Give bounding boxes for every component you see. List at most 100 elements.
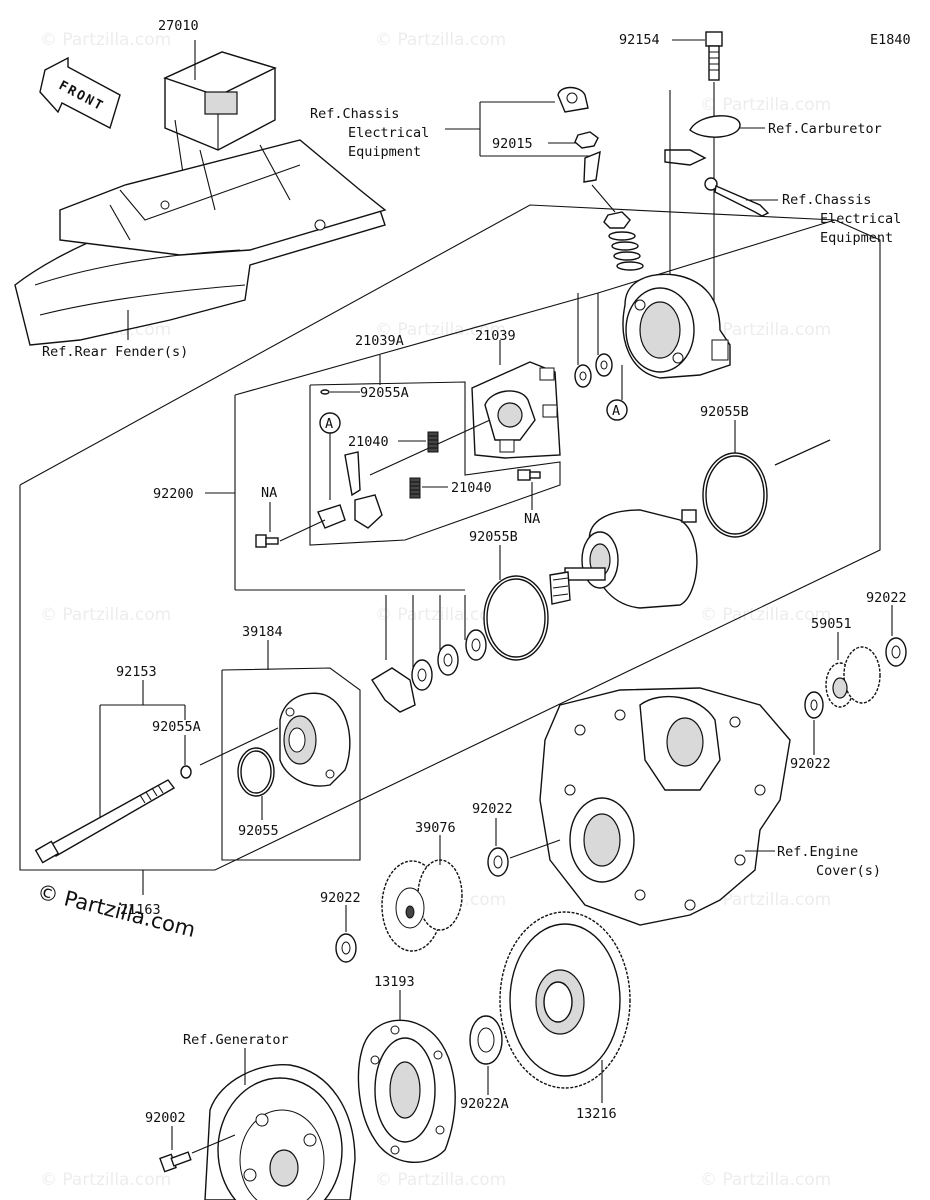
copyright-text: © Partzilla.com — [35, 880, 198, 942]
part-number-label: NA — [524, 511, 540, 527]
reference-label: Ref.Generator — [183, 1032, 289, 1048]
washer-92022A — [469, 1015, 503, 1065]
part-number-label: 21039 — [475, 328, 516, 344]
oring-92055A-top — [320, 389, 330, 395]
part-number-label: 92055B — [469, 529, 518, 545]
front-cover-group-outline — [221, 667, 361, 861]
watermark: © Partzilla.com — [40, 1170, 171, 1190]
part-number-label: NA — [261, 485, 277, 501]
rear-fender-part — [14, 139, 387, 346]
reference-a-label: A — [612, 403, 620, 419]
leader-line — [199, 727, 279, 766]
screw-na-left — [255, 534, 279, 548]
washer-92022-right — [804, 691, 824, 719]
brush-lead-part — [317, 451, 383, 529]
assembly-outline — [19, 204, 881, 871]
reference-label: Ref.Chassis — [310, 106, 399, 122]
part-number-label: 27010 — [158, 18, 199, 34]
part-number-label: 92015 — [492, 136, 533, 152]
diagram-code: E1840 — [870, 32, 911, 48]
through-bolt-92153 — [34, 779, 176, 864]
terminal-cap-part — [557, 86, 589, 113]
reference-label: Electrical — [820, 211, 901, 227]
watermark: © Partzilla.com — [700, 605, 831, 625]
part-number-label: 92154 — [619, 32, 660, 48]
starter-gear-13216 — [499, 911, 631, 1089]
leader-line — [509, 839, 561, 859]
part-number-label: 92022 — [320, 890, 361, 906]
starter-rear-cover-part — [622, 273, 731, 379]
watermark: © Partzilla.com — [700, 890, 831, 910]
front-cover-39184 — [279, 692, 351, 787]
watermark: © Partzilla.com — [375, 30, 506, 50]
front-arrow: FRONT — [39, 56, 121, 130]
brush-plate-21039 — [471, 361, 561, 459]
part-number-label: 13216 — [576, 1106, 617, 1122]
terminal-hardware-stack — [603, 211, 644, 271]
reference-label: Equipment — [820, 230, 893, 246]
reduction-gear-39076 — [381, 859, 463, 952]
watermark: © Partzilla.com — [375, 605, 506, 625]
part-number-label: 92022 — [472, 801, 513, 817]
washer-92022-left — [335, 933, 357, 963]
callout-labels: E1840 27010 92154 Ref.Chassis Electrical… — [42, 18, 911, 1126]
outline-line — [774, 439, 831, 466]
part-number-label: 92002 — [145, 1110, 186, 1126]
leader-line — [591, 184, 616, 213]
screw-na-right — [517, 469, 541, 481]
reference-a-label: A — [325, 416, 333, 432]
leader-line — [279, 519, 326, 542]
part-number-label: 92022A — [460, 1096, 509, 1112]
starter-relay-part — [163, 51, 277, 151]
bolt-92154 — [705, 31, 723, 81]
starter-motor-body — [549, 509, 698, 609]
part-number-label: 92055A — [152, 719, 201, 735]
part-number-label: 92055 — [238, 823, 279, 839]
generator-rotor-part — [204, 1063, 356, 1200]
part-number-label: 92153 — [116, 664, 157, 680]
oring-92055B-right — [702, 452, 768, 538]
brush-group-outline — [309, 381, 561, 546]
watermark: © Partzilla.com — [375, 320, 506, 340]
part-number-label: 21039A — [355, 333, 404, 349]
part-number-label: 92055A — [360, 385, 409, 401]
part-number-label: 21163 — [120, 902, 161, 918]
watermark: © Partzilla.com — [700, 95, 831, 115]
reference-label: Ref.Rear Fender(s) — [42, 344, 188, 360]
part-number-label: 92022 — [790, 756, 831, 772]
reference-label: Cover(s) — [816, 863, 881, 879]
spring-21040-bottom — [409, 477, 421, 499]
washer-92022-mid — [487, 847, 509, 877]
part-number-label: 21040 — [348, 434, 389, 450]
nut-92015 — [574, 131, 599, 149]
part-number-label: 39184 — [242, 624, 283, 640]
bolt-92002 — [159, 1151, 192, 1173]
watermark: © Partzilla.com — [375, 1170, 506, 1190]
part-number-label: 39076 — [415, 820, 456, 836]
reference-label: Equipment — [348, 144, 421, 160]
reference-label: Ref.Chassis — [782, 192, 871, 208]
engine-cover-part — [539, 687, 791, 926]
reference-label: Electrical — [348, 125, 429, 141]
watermark: © Partzilla.com — [40, 30, 171, 50]
part-number-label: 92055B — [700, 404, 749, 420]
watermark: © Partzilla.com — [700, 1170, 831, 1190]
part-number-label: 92200 — [153, 486, 194, 502]
part-number-label: 92022 — [866, 590, 907, 606]
leader-line — [191, 1134, 236, 1154]
washers-pair — [574, 353, 613, 388]
watermark: © Partzilla.com — [40, 605, 171, 625]
reference-label: Ref.Carburetor — [768, 121, 882, 137]
part-number-label: 13193 — [374, 974, 415, 990]
part-number-label: 21040 — [451, 480, 492, 496]
spring-21040-top — [427, 431, 439, 453]
starter-clutch-13193 — [357, 1019, 456, 1164]
terminal-part — [583, 150, 601, 183]
watermark: © Partzilla.com — [700, 320, 831, 340]
part-number-label: 59051 — [811, 616, 852, 632]
oring-92055B-left — [483, 575, 549, 661]
washer-92022-topright — [885, 637, 907, 667]
reference-a-left: A — [319, 412, 341, 434]
chassis-cable-part — [704, 177, 770, 217]
